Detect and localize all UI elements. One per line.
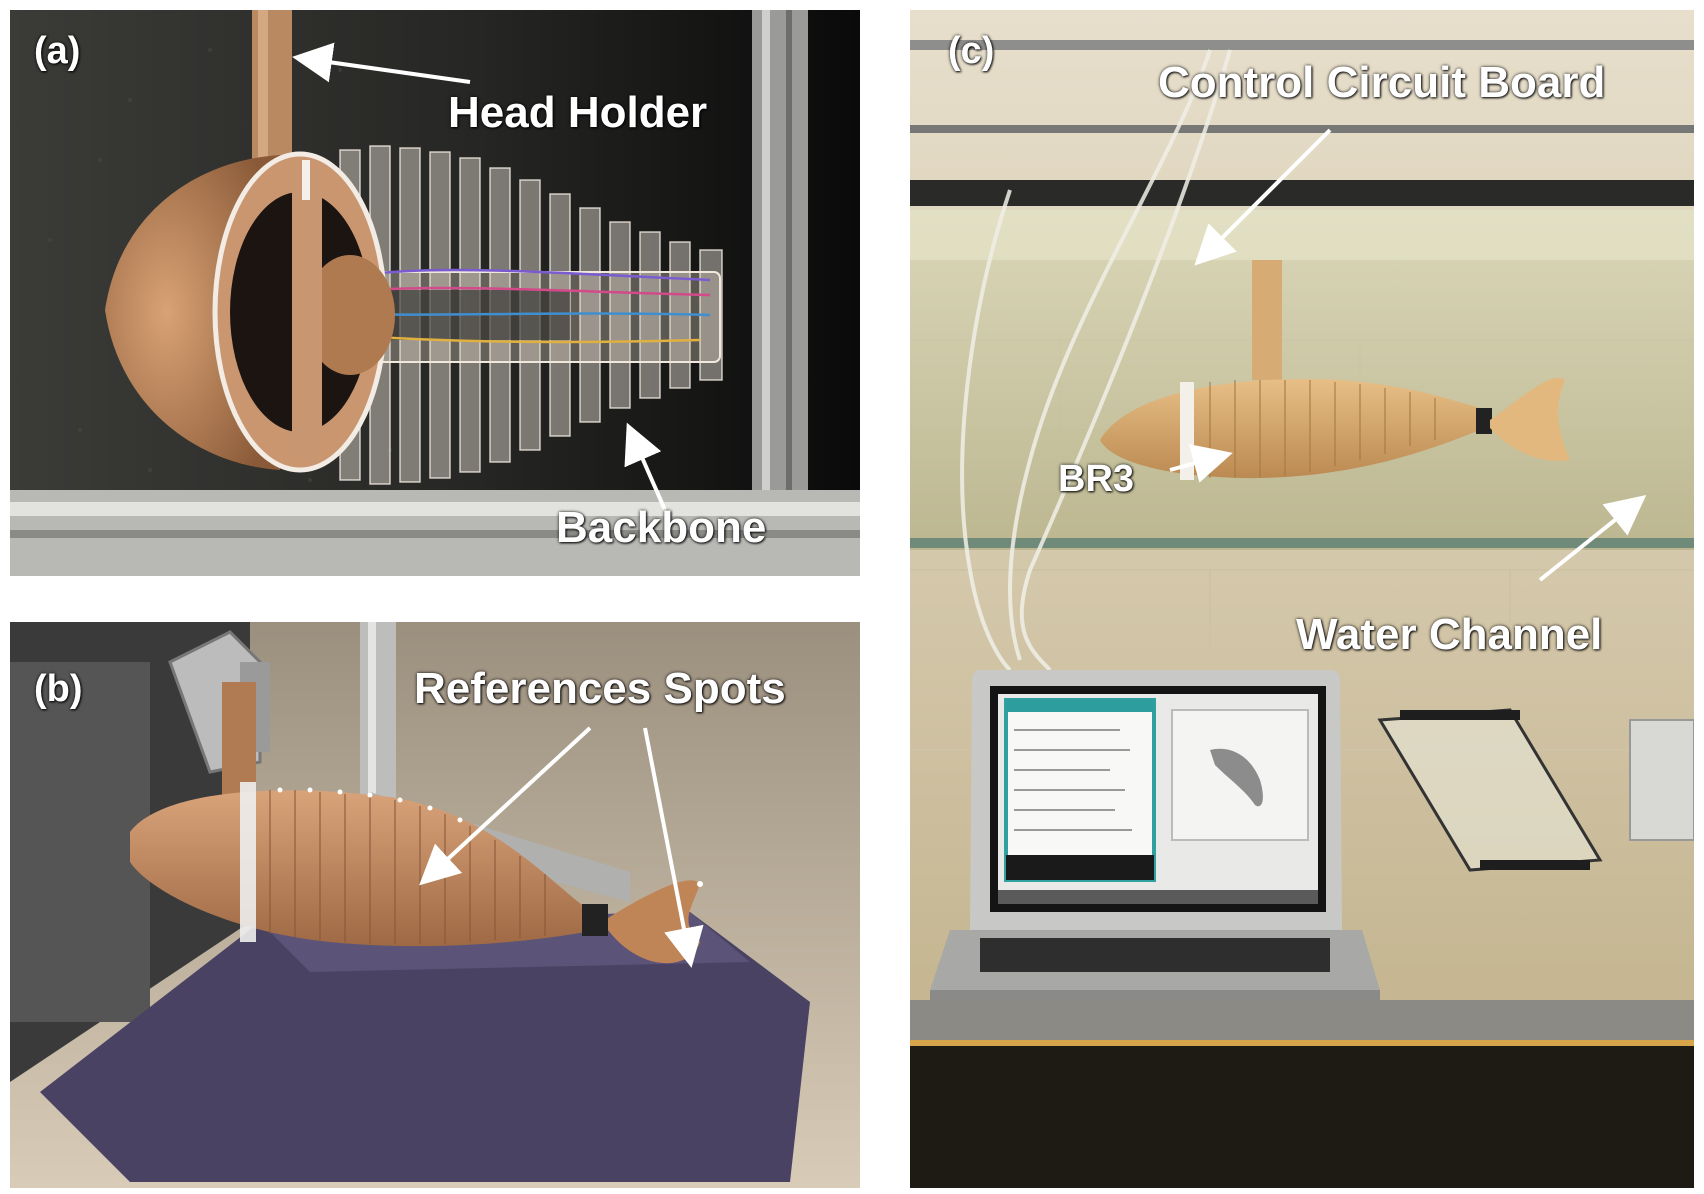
br3-label: BR3 (1058, 458, 1135, 500)
panel-a-tag: (a) (34, 30, 81, 72)
panel-b-tag: (b) (34, 668, 83, 710)
water-channel-label: Water Channel (1296, 610, 1603, 659)
reference-spots-label: References Spots (414, 664, 786, 713)
backbone-label: Backbone (556, 503, 767, 552)
panel-c-scene (910, 10, 1694, 1188)
panel-b-photo (10, 622, 860, 1188)
control-board-label: Control Circuit Board (1158, 58, 1606, 107)
panel-b-scene (10, 622, 860, 1188)
head-holder-label: Head Holder (448, 88, 708, 137)
panel-a-scene (10, 10, 860, 576)
panel-c-photo (910, 10, 1694, 1188)
panel-c-tag: (c) (948, 30, 995, 72)
panel-a-photo (10, 10, 860, 576)
